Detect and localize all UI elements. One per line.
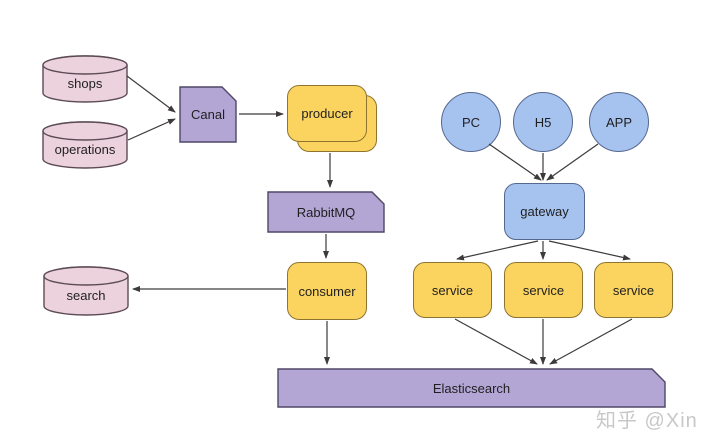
node-elasticsearch: Elasticsearch [277,368,666,408]
node-pc: PC [441,92,501,152]
bevel-card-shape [267,191,385,233]
node-label: operations [54,142,116,157]
node-label: search [66,288,106,303]
node-label: consumer [298,283,356,299]
node-service-1: service [413,262,492,318]
node-label: H5 [534,114,552,130]
node-canal: Canal [179,86,237,143]
edge-service1-es [454,318,538,365]
node-label: gateway [520,204,569,219]
node-label: PC [461,114,481,130]
cylinder-shape [43,266,129,316]
node-label: service [431,282,474,298]
cylinder-shape [42,55,128,103]
node-label: service [522,282,565,298]
node-gateway: gateway [504,183,585,240]
node-h5: H5 [513,92,573,152]
node-service-3: service [594,262,673,318]
node-search-db: search [43,266,129,316]
node-producer: producer [287,85,367,142]
edge-operations-canal [127,118,176,141]
node-app: APP [589,92,649,152]
cylinder-shape [42,121,128,169]
bevel-bar-shape [277,368,666,408]
node-label: producer [301,106,353,121]
node-label: RabbitMQ [296,204,356,220]
node-consumer: consumer [287,262,367,320]
bevel-card-shape [179,86,237,143]
node-operations-db: operations [42,121,128,169]
edge-gateway-service3 [548,240,631,261]
node-shops-db: shops [42,55,128,103]
node-label: shops [67,76,103,91]
edge-shops-canal [126,75,176,113]
node-rabbitmq: RabbitMQ [267,191,385,233]
node-label: service [612,282,655,298]
node-label: Elasticsearch [432,380,511,396]
node-label: APP [605,114,632,130]
node-service-2: service [504,262,583,318]
edge-gateway-service1 [456,240,539,261]
edge-service3-es [549,318,633,365]
node-label: Canal [191,107,225,122]
zhihu-watermark: 知乎 @Xin [596,410,698,432]
